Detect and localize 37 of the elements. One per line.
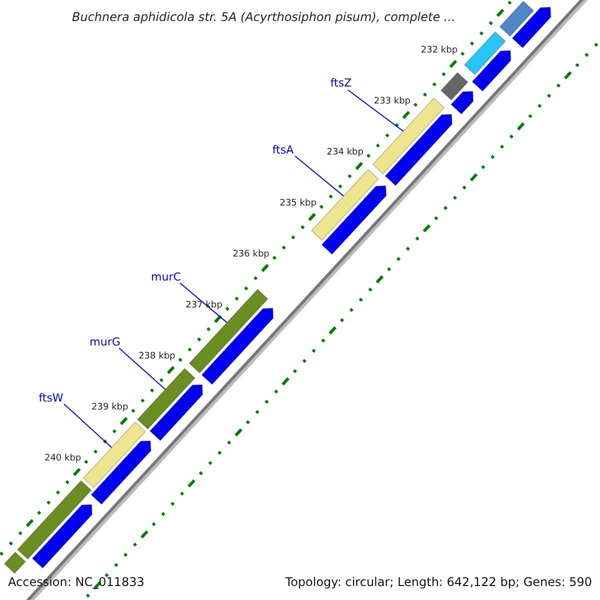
gene-bar: [472, 50, 512, 92]
gene-bar: [512, 6, 552, 48]
gene-label: ftsA: [272, 144, 294, 156]
gene-label: murG: [90, 336, 120, 348]
gene-bar: [90, 440, 152, 505]
gene-bar: [450, 90, 474, 115]
gene-bar: [372, 97, 445, 175]
gene-bar: [464, 31, 506, 76]
leader-line: [348, 90, 404, 132]
gene-bar: [384, 114, 452, 186]
gene-bar: [4, 551, 26, 574]
scale-label: 233 kbp: [374, 98, 411, 107]
scale-label: 234 kbp: [326, 148, 364, 158]
scale-label: 237 kbp: [186, 302, 222, 311]
leader-line: [118, 348, 166, 390]
gene-bar: [136, 368, 196, 430]
gene-bar: [32, 504, 93, 569]
leader-line: [294, 156, 344, 197]
scale-label: 239 kbp: [92, 404, 128, 413]
gene-bar: [321, 185, 387, 255]
scale-label: 235 kbp: [280, 200, 316, 209]
gene-bar: [16, 480, 92, 560]
leader-line: [180, 282, 228, 324]
gene-bar: [82, 421, 146, 488]
scale-label: 238 kbp: [138, 352, 176, 362]
gene-bar: [201, 308, 274, 386]
gene-bar: [149, 384, 204, 442]
leader-line: [64, 404, 112, 448]
gene-bar: [499, 0, 534, 37]
gene-bar: [440, 72, 468, 101]
scale-label: 240 kbp: [44, 454, 82, 464]
gene-label: murC: [151, 272, 181, 282]
genome-info-text: Topology: circular; Length: 642,122 bp; Genes: 590: [285, 576, 592, 588]
scale-label: 232 kbp: [420, 46, 458, 56]
gene-label: ftsW: [38, 392, 64, 404]
gene-label: ftsZ: [330, 78, 352, 88]
scale-label: 236 kbp: [232, 250, 270, 260]
